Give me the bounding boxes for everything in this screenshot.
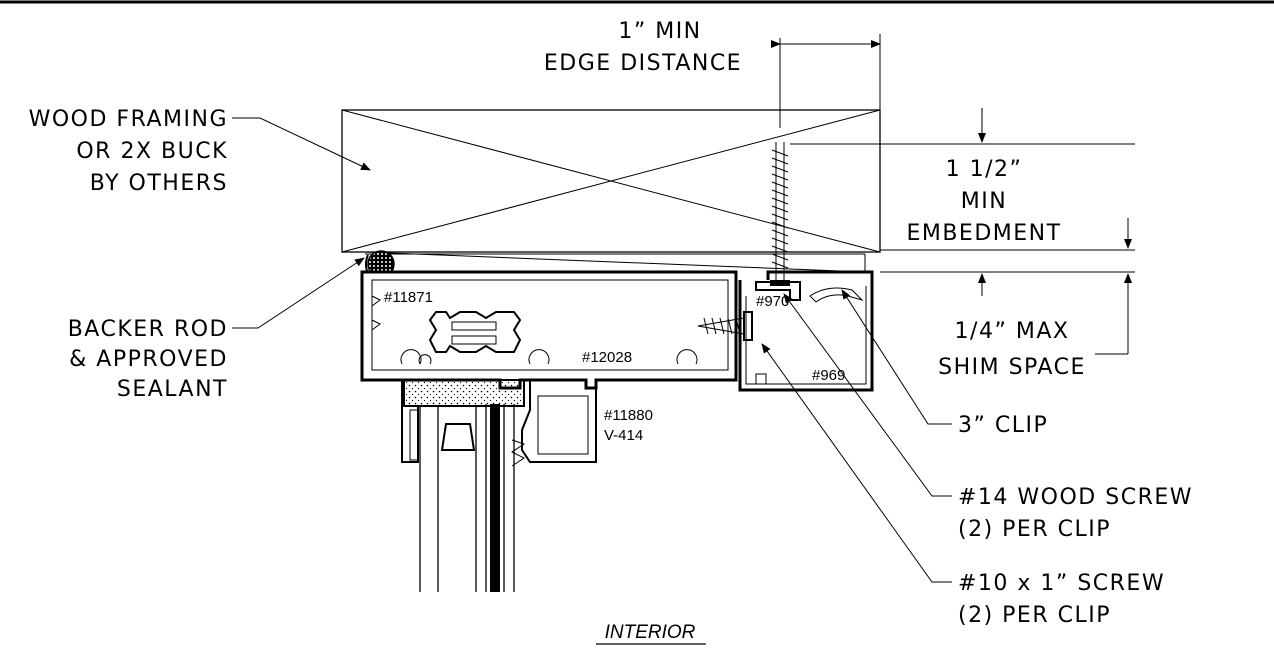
part-11880: #11880 [604,407,653,424]
screw-10-leader [761,343,952,583]
wood-framing [341,109,881,253]
embedment-line1: 1 1/2” [946,157,1023,182]
wood-framing-leader [232,117,371,171]
part-v414: V-414 [604,427,643,444]
clip-leader [841,289,952,425]
glass-unit [419,404,515,592]
wood-framing-line1: WOOD FRAMING [29,107,228,132]
wood-framing-line3: BY OTHERS [90,171,228,196]
shim-space-line2: SHIM SPACE [938,355,1086,380]
backer-rod-leader [232,257,365,329]
interior-trim [511,380,597,467]
part-969: #969 [812,367,845,384]
wood-screw [770,142,790,286]
thermal-break [428,311,522,353]
screw-10-line2: (2) PER CLIP [958,603,1111,628]
frame-screw [697,311,753,341]
embedment-line2: MIN [961,189,1007,214]
embedment-dimension [790,108,1135,251]
part-970: #970 [756,293,789,310]
wood-screw-line1: #14 WOOD SCREW [958,485,1193,510]
embedment-line3: EMBEDMENT [906,221,1061,246]
edge-distance-line1: 1” MIN [618,19,701,44]
shim-wedge [364,251,866,273]
wood-screw-line2: (2) PER CLIP [958,517,1111,542]
backer-rod-line3: SEALANT [117,377,228,402]
shim-space-line1: 1/4” MAX [955,319,1070,344]
wood-screw-leader [783,293,952,497]
shim-space-dimension [880,271,1135,355]
backer-rod-line1: BACKER ROD [68,317,228,342]
wood-framing-line2: OR 2X BUCK [76,139,228,164]
part-11871: #11871 [384,289,433,306]
edge-distance-dimension [771,34,881,128]
glazing-stop [401,379,525,463]
screw-10-line1: #10 x 1” SCREW [958,571,1165,596]
clip-label: 3” CLIP [958,413,1048,438]
clip-assembly [738,270,874,392]
view-label-interior: INTERIOR [605,622,696,643]
edge-distance-line2: EDGE DISTANCE [544,51,742,76]
part-12028: #12028 [582,349,632,366]
backer-rod-line2: & APPROVED [69,347,228,372]
